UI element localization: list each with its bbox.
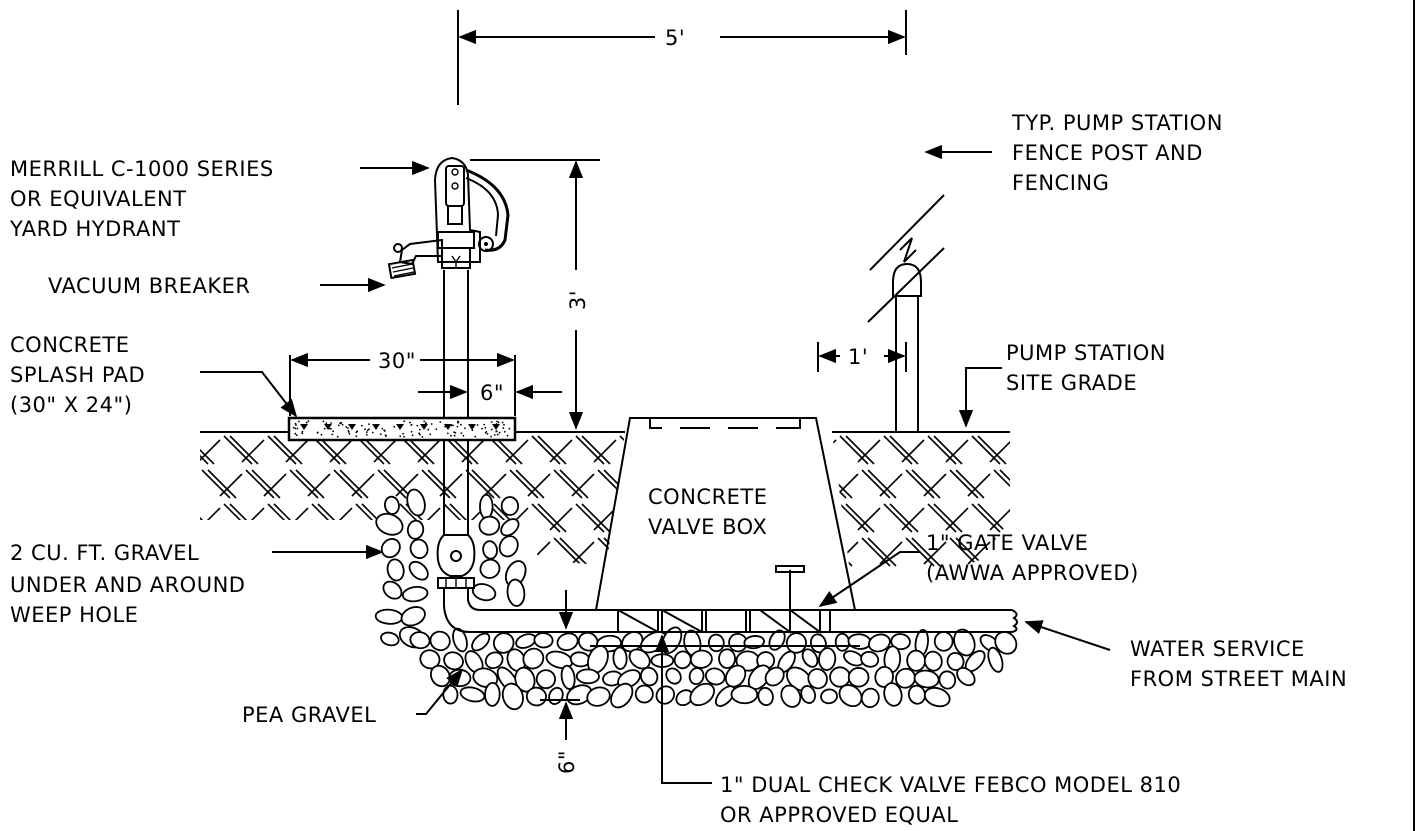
svg-text:SPLASH PAD: SPLASH PAD [10, 363, 145, 387]
label-hydrant: MERRILL C-1000 SERIES OR EQUIVALENT YARD… [9, 157, 274, 241]
svg-text:1" DUAL CHECK VALVE FEBCO MODE: 1" DUAL CHECK VALVE FEBCO MODEL 810 [720, 773, 1181, 797]
label-valve-box: CONCRETE VALVE BOX [648, 485, 768, 539]
dimension-1ft: 1' [817, 342, 907, 372]
label-pea-gravel: PEA GRAVEL [242, 703, 376, 727]
label-water-service: WATER SERVICE FROM STREET MAIN [1130, 637, 1347, 691]
label-splash-pad: CONCRETE SPLASH PAD (30" X 24") [10, 333, 145, 417]
leader-pea-gravel [416, 668, 464, 715]
gravel-stones [374, 488, 1018, 711]
svg-text:CONCRETE: CONCRETE [648, 485, 768, 509]
svg-text:2 CU. FT. GRAVEL: 2 CU. FT. GRAVEL [10, 541, 199, 565]
dim-1ft-text: 1' [848, 345, 868, 369]
dimension-30in: 30" [289, 349, 516, 416]
dimension-3ft: 3' [470, 159, 600, 430]
dual-check-valve [617, 609, 747, 633]
svg-text:TYP. PUMP STATION: TYP. PUMP STATION [1011, 111, 1223, 135]
leader-water-service [1024, 620, 1111, 651]
gate-valve [749, 565, 831, 634]
svg-text:YARD HYDRANT: YARD HYDRANT [9, 217, 180, 241]
svg-text:VALVE BOX: VALVE BOX [648, 515, 767, 539]
dim-5ft-text: 5' [665, 26, 685, 50]
label-check-valve: 1" DUAL CHECK VALVE FEBCO MODEL 810 OR A… [720, 773, 1181, 827]
dimension-top-5ft: 5' [457, 10, 907, 105]
svg-text:FROM STREET MAIN: FROM STREET MAIN [1130, 667, 1347, 691]
svg-text:WATER SERVICE: WATER SERVICE [1130, 637, 1305, 661]
label-gravel: 2 CU. FT. GRAVEL UNDER AND AROUND WEEP H… [10, 541, 245, 627]
svg-text:MERRILL C-1000 SERIES: MERRILL C-1000 SERIES [10, 157, 274, 181]
svg-text:PUMP STATION: PUMP STATION [1006, 341, 1166, 365]
label-fence: TYP. PUMP STATION FENCE POST AND FENCING [1011, 111, 1223, 195]
label-vacuum-breaker: VACUUM BREAKER [48, 274, 250, 298]
svg-text:FENCING: FENCING [1012, 171, 1109, 195]
svg-text:1" GATE VALVE: 1" GATE VALVE [926, 531, 1088, 555]
dim-6in-gravel-text: 6" [555, 750, 579, 774]
leader-gate-valve [818, 551, 920, 608]
concrete-valve-box [590, 417, 1018, 647]
svg-text:UNDER AND AROUND: UNDER AND AROUND [10, 573, 245, 597]
concrete-splash-pad [287, 416, 517, 442]
svg-text:OR APPROVED EQUAL: OR APPROVED EQUAL [720, 803, 958, 827]
dim-30in-text: 30" [378, 349, 416, 373]
fence-post [867, 194, 945, 432]
svg-text:SITE GRADE: SITE GRADE [1006, 371, 1137, 395]
leader-check-valve [654, 634, 712, 784]
dimension-6in-gravel: 6" [540, 590, 580, 774]
label-grade: PUMP STATION SITE GRADE [1006, 341, 1166, 395]
label-gate-valve: 1" GATE VALVE (AWWA APPROVED) [926, 531, 1139, 585]
leader-grade [958, 367, 1002, 428]
svg-text:(30" X 24"): (30" X 24") [10, 393, 132, 417]
dim-3ft-text: 3' [566, 290, 590, 310]
leader-splash-pad [200, 371, 298, 418]
svg-text:WEEP HOLE: WEEP HOLE [10, 603, 138, 627]
svg-text:FENCE POST AND: FENCE POST AND [1012, 141, 1203, 165]
svg-text:CONCRETE: CONCRETE [10, 333, 130, 357]
svg-text:OR EQUIVALENT: OR EQUIVALENT [10, 187, 187, 211]
dimension-6in-pad: 6" [418, 375, 562, 405]
yard-hydrant [387, 156, 1012, 633]
dim-6in-pad-text: 6" [480, 381, 504, 405]
svg-text:(AWWA APPROVED): (AWWA APPROVED) [926, 561, 1139, 585]
